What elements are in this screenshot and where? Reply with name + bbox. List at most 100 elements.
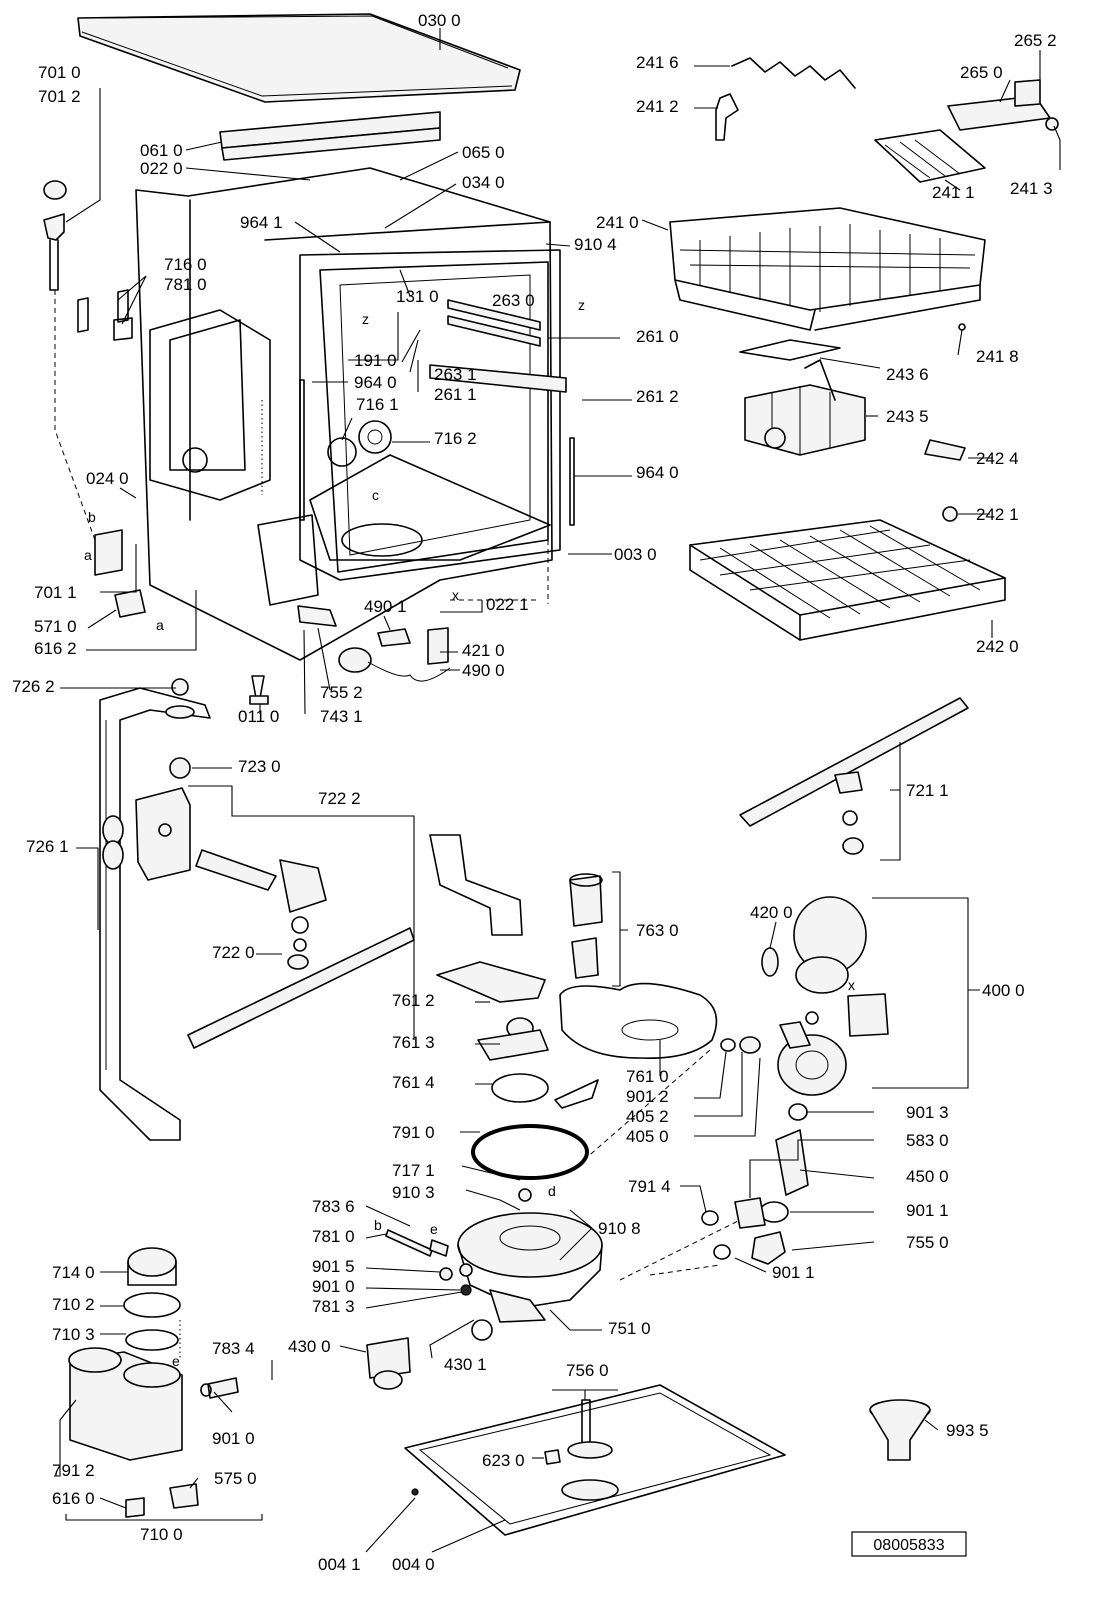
part-label: 710 2	[52, 1295, 95, 1314]
part-label: 003 0	[614, 545, 657, 564]
rack-accessories-part	[715, 57, 1059, 183]
part-label: 783 4	[212, 1339, 255, 1358]
part-label: 034 0	[462, 173, 505, 192]
part-label: 901 1	[772, 1263, 815, 1282]
part-label: 242 0	[976, 637, 1019, 656]
cutlery-basket-part	[739, 323, 966, 522]
part-label: 901 2	[626, 1087, 669, 1106]
upper-spray-arm-part	[739, 697, 969, 855]
part-label: 191 0	[354, 351, 397, 370]
part-label: 400 0	[982, 981, 1025, 1000]
part-label: 030 0	[418, 11, 461, 30]
part-label: 756 0	[566, 1361, 609, 1380]
salt-container-part	[68, 1247, 239, 1518]
connector-letter: z	[578, 297, 585, 313]
part-label: 701 0	[38, 63, 81, 82]
part-label: 571 0	[34, 617, 77, 636]
part-label: 901 1	[906, 1201, 949, 1220]
part-number-labels: 030 0 701 0 701 2 061 0 022 0 065 0 034 …	[12, 11, 1057, 1574]
part-label: 910 3	[392, 1183, 435, 1202]
part-label: 901 0	[312, 1277, 355, 1296]
part-label: 243 5	[886, 407, 929, 426]
part-label: 751 0	[608, 1319, 651, 1338]
part-label: 004 1	[318, 1555, 361, 1574]
connector-letter: c	[372, 487, 379, 503]
sump-gasket-part	[559, 982, 718, 1059]
pump-motor-part	[761, 896, 889, 1096]
part-label: 716 0	[164, 255, 207, 274]
part-label: 450 0	[906, 1167, 949, 1186]
connector-letter: b	[374, 1217, 382, 1233]
part-label: 714 0	[52, 1263, 95, 1282]
part-label: 722 2	[318, 789, 361, 808]
part-label: 575 0	[214, 1469, 257, 1488]
part-label: 722 0	[212, 943, 255, 962]
part-label: 430 1	[444, 1355, 487, 1374]
part-label: 131 0	[396, 287, 439, 306]
part-label: 701 1	[34, 583, 77, 602]
base-pan-part	[404, 1384, 786, 1536]
part-label: 716 2	[434, 429, 477, 448]
connector-letter: b	[88, 509, 96, 525]
tub-cabinet-part	[135, 167, 575, 661]
filter-part	[569, 873, 603, 979]
part-label: 755 2	[320, 683, 363, 702]
part-label: 761 4	[392, 1073, 435, 1092]
part-label: 490 0	[462, 661, 505, 680]
part-label: 721 1	[906, 781, 949, 800]
part-label: 430 0	[288, 1337, 331, 1356]
connector-letter: a	[84, 547, 92, 563]
part-label: 726 1	[26, 837, 69, 856]
part-label: 710 3	[52, 1325, 95, 1344]
part-label: 781 0	[312, 1227, 355, 1246]
part-label: 265 0	[960, 63, 1003, 82]
part-label: 901 5	[312, 1257, 355, 1276]
part-label: 490 1	[364, 597, 407, 616]
part-label: 783 6	[312, 1197, 355, 1216]
part-label: 755 0	[906, 1233, 949, 1252]
part-label: 241 0	[596, 213, 639, 232]
part-label: 024 0	[86, 469, 129, 488]
drawing-reference-number: 08005833	[873, 1537, 944, 1554]
part-label: 022 0	[140, 159, 183, 178]
connector-letter: a	[156, 617, 164, 633]
door-hinge-parts	[43, 88, 146, 618]
part-label: 993 5	[946, 1421, 989, 1440]
part-label: 242 1	[976, 505, 1019, 524]
part-label: 242 4	[976, 449, 1019, 468]
part-label: 743 1	[320, 707, 363, 726]
part-label: 726 2	[12, 677, 55, 696]
part-label: 964 0	[354, 373, 397, 392]
connector-letter: x	[848, 977, 855, 993]
part-label: 420 0	[750, 903, 793, 922]
leader-lines	[54, 28, 1061, 1553]
electrical-small-parts	[249, 605, 451, 705]
connector-letter: d	[548, 1183, 556, 1199]
part-label: 065 0	[462, 143, 505, 162]
part-label: 791 0	[392, 1123, 435, 1142]
part-label: 243 6	[886, 365, 929, 384]
lower-basket-part	[689, 519, 1006, 641]
part-label: 910 8	[598, 1219, 641, 1238]
part-label: 781 3	[312, 1297, 355, 1316]
top-cover-part	[77, 13, 521, 103]
part-label: 241 6	[636, 53, 679, 72]
part-label: 901 3	[906, 1103, 949, 1122]
part-label: 761 0	[626, 1067, 669, 1086]
hose-clamps-part	[701, 1036, 809, 1265]
connector-letter: z	[362, 311, 369, 327]
part-label: 022 1	[486, 595, 529, 614]
connector-letter: e	[430, 1221, 438, 1237]
part-label: 723 0	[238, 757, 281, 776]
sump-seal-part	[471, 1124, 589, 1180]
pressure-switch-part	[366, 1337, 411, 1390]
salt-funnel-part	[869, 1399, 931, 1461]
water-distributor-part	[135, 757, 415, 1049]
part-label: 405 0	[626, 1127, 669, 1146]
upper-basket-part	[669, 207, 986, 331]
part-label: 623 0	[482, 1451, 525, 1470]
insulation-strip-part	[219, 111, 441, 161]
part-label: 241 3	[1010, 179, 1053, 198]
part-label: 701 2	[38, 87, 81, 106]
